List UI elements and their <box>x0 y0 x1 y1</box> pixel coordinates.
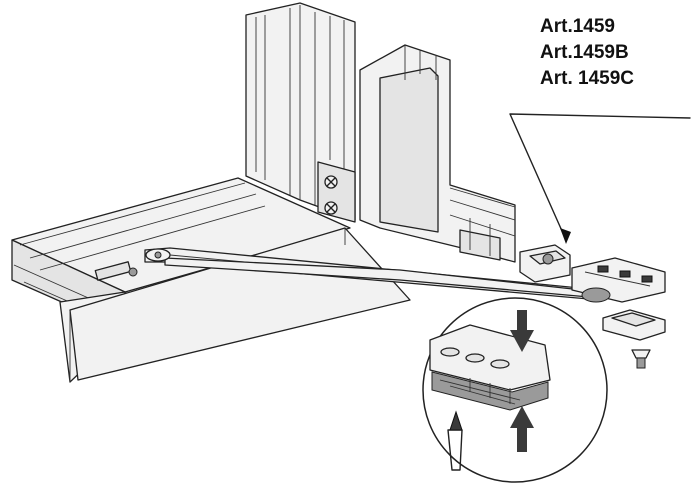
slide-block-parts <box>519 244 666 369</box>
vertical-frame-profile <box>245 2 356 223</box>
door-leaf-profile <box>359 44 516 263</box>
article-label-1459b: Art.1459B <box>540 42 629 63</box>
article-label-1459: Art.1459 <box>540 16 615 37</box>
down-arrow-icon <box>510 310 534 352</box>
leader-arrow <box>509 113 691 244</box>
article-label-1459c: Art. 1459C <box>540 68 634 89</box>
article-labels: Art.1459 Art.1459B Art. 1459C <box>540 14 634 92</box>
up-arrow-icon <box>510 406 534 452</box>
detail-circle <box>422 297 608 483</box>
